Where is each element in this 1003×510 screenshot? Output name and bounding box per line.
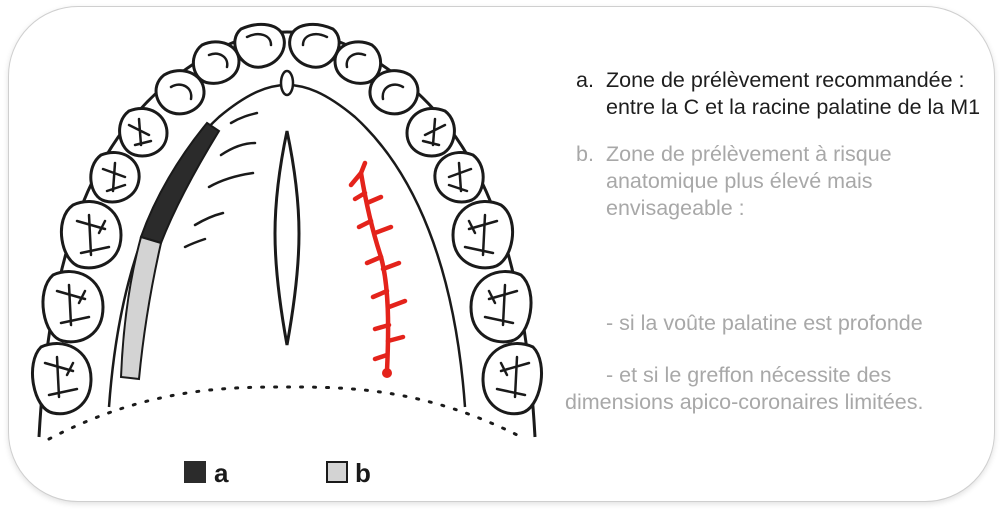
item-b-marker: b. bbox=[564, 141, 606, 222]
tooth-left-8 bbox=[32, 344, 91, 414]
figure-card: a b a. Zone de prélèvement recommandée :… bbox=[8, 6, 995, 502]
tooth-left-3 bbox=[156, 71, 204, 114]
median-raphe bbox=[275, 131, 299, 345]
item-a-text: Zone de prélèvement recommandée : entre … bbox=[606, 67, 989, 121]
tooth-right-2 bbox=[335, 42, 381, 83]
condition-1: - si la voûte palatine est profonde bbox=[606, 311, 923, 336]
zone-b-strip bbox=[121, 237, 161, 379]
tooth-right-1 bbox=[290, 24, 340, 67]
tooth-left-2 bbox=[193, 42, 239, 83]
item-b: b. Zone de prélèvement à risque anatomiq… bbox=[564, 141, 989, 222]
artery-foramen bbox=[382, 368, 392, 378]
item-a: a. Zone de prélèvement recommandée : ent… bbox=[564, 67, 989, 121]
incisive-papilla bbox=[281, 71, 293, 95]
legend-swatch-b bbox=[327, 462, 347, 482]
explanation-text: a. Zone de prélèvement recommandée : ent… bbox=[564, 67, 989, 242]
tooth-right-8 bbox=[483, 344, 542, 414]
legend-swatch-a bbox=[184, 461, 206, 483]
item-a-marker: a. bbox=[564, 67, 606, 121]
teeth-right bbox=[290, 24, 542, 413]
posterior-dotted-line bbox=[49, 387, 525, 439]
tooth-right-7 bbox=[471, 272, 531, 342]
tooth-left-7 bbox=[43, 272, 103, 342]
legend-label-a: a bbox=[214, 458, 229, 488]
legend-label-b: b bbox=[355, 458, 371, 488]
palatine-artery bbox=[351, 163, 405, 371]
palate-diagram: a b bbox=[9, 7, 569, 501]
condition-2-line2: dimensions apico-coronaires limitées. bbox=[565, 390, 924, 415]
tooth-right-3 bbox=[370, 71, 418, 114]
condition-2-line1: - et si le greffon nécessite des bbox=[606, 363, 891, 388]
tooth-left-1 bbox=[235, 24, 285, 67]
palatal-rugae bbox=[185, 113, 257, 247]
item-b-text: Zone de prélèvement à risque anatomique … bbox=[606, 141, 989, 222]
